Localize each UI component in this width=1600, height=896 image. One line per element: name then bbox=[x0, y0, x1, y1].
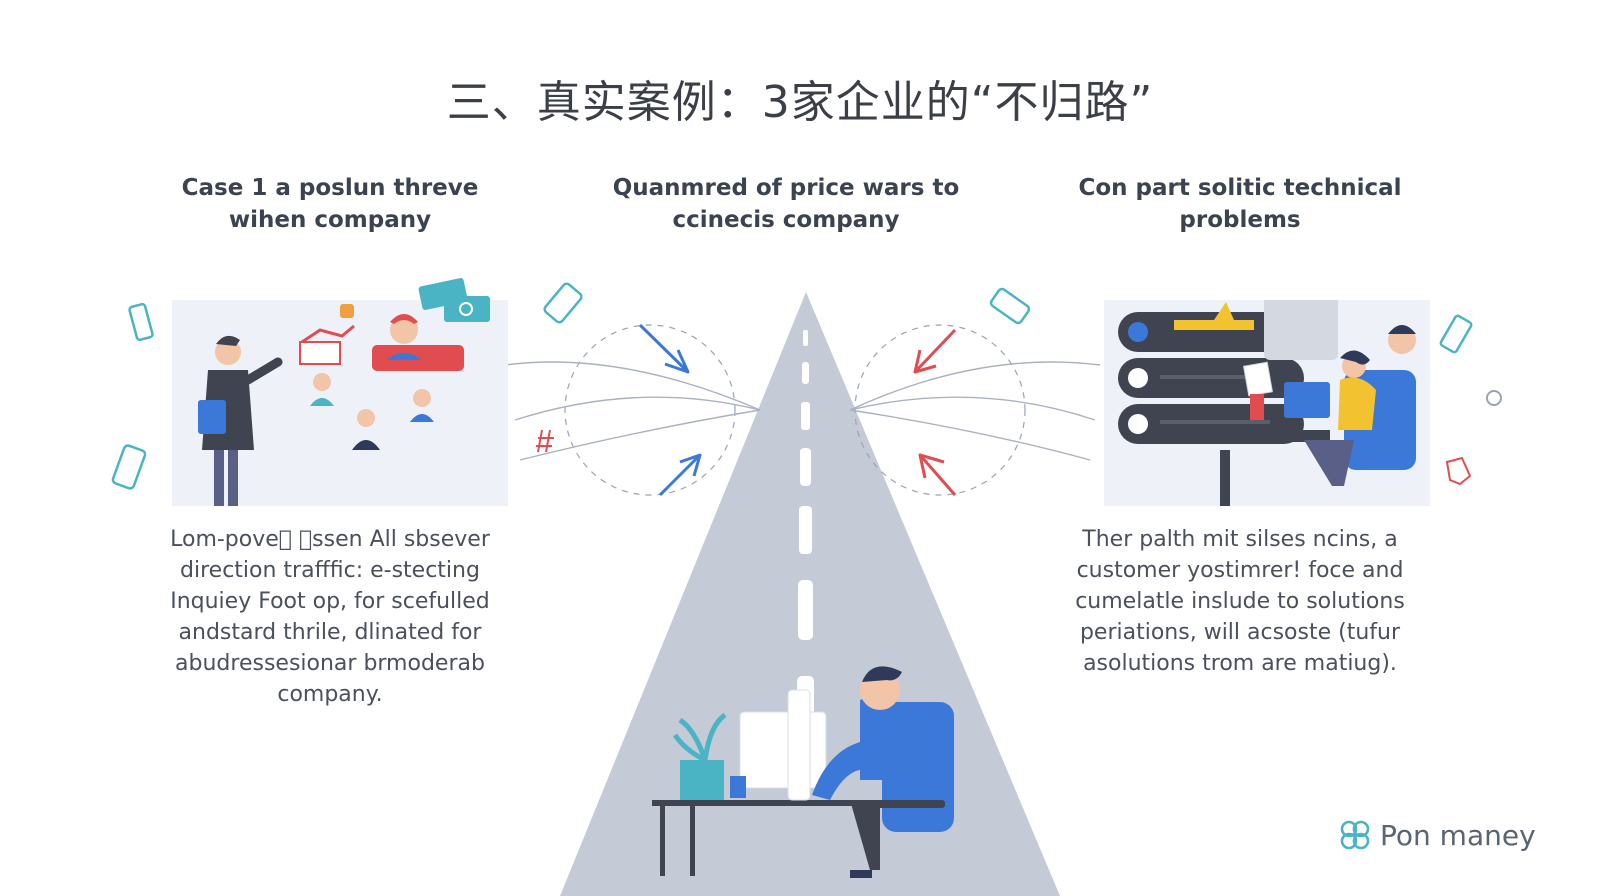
brand-name: Pon maney bbox=[1380, 818, 1536, 852]
page-title: 三、真实案例：3家企业的“不归路” bbox=[446, 77, 1154, 128]
case-1-description: Lom-pove   ssen All sbsever direction tr… bbox=[170, 527, 490, 707]
case-3-illustration bbox=[1104, 276, 1430, 506]
case-1-title: Case 1 a poslun threve wihen company bbox=[181, 175, 479, 233]
chat-cards-icon bbox=[418, 278, 490, 322]
case-3-description: Ther palth mit silses ncins, a customer … bbox=[1075, 527, 1405, 676]
server-support-icon bbox=[1118, 276, 1416, 506]
case-1-illustration bbox=[172, 300, 508, 506]
brand-logo: Pon maney bbox=[1338, 818, 1536, 852]
orange-square-icon bbox=[340, 304, 354, 318]
case-3-title: Con part solitic technical problems bbox=[1078, 175, 1402, 233]
case-2-title: Quanmred of price wars to ccinecis compa… bbox=[612, 175, 960, 233]
team-meeting-icon bbox=[198, 314, 464, 506]
clover-logo-icon bbox=[1340, 820, 1370, 850]
